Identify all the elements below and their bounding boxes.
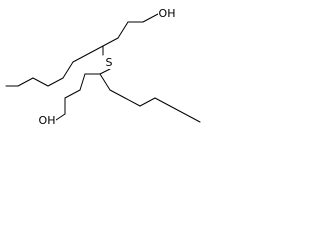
ref-top-4	[102, 37, 119, 47]
ref-lo-5	[55, 113, 66, 121]
reference-skeleton	[5, 13, 201, 123]
ref-lh-6	[169, 105, 186, 115]
ref-lh-7	[184, 113, 201, 123]
ref-lh-4	[139, 97, 156, 107]
ref-top-3	[117, 21, 129, 39]
hydroxyl-bottom-label: OH	[39, 114, 56, 127]
ref-top-1	[142, 13, 159, 23]
sulfur-label: S	[106, 56, 113, 69]
ref-lh-2	[109, 89, 126, 99]
ref-sl-1	[99, 68, 111, 75]
atom-labels: OH S OH	[38, 7, 176, 127]
ref-lh-5	[154, 97, 171, 107]
sulfur-bg	[103, 56, 115, 69]
ref-uh-4	[47, 77, 64, 87]
ref-lh-1	[99, 73, 111, 91]
oh-bottom-bg	[38, 114, 56, 127]
ref-lo-3	[64, 89, 81, 99]
ref-uh-6	[17, 77, 34, 87]
ref-uh-2	[72, 53, 89, 63]
hydroxyl-top-label: OH	[159, 7, 176, 20]
ref-lo-2	[79, 73, 86, 91]
ref-uh-1	[87, 45, 104, 55]
ref-uh-5	[32, 77, 49, 87]
ref-lh-3	[124, 97, 141, 107]
chemical-structure: OH S OH	[0, 0, 207, 144]
oh-top-bg	[158, 7, 176, 20]
ref-uh-3	[62, 61, 74, 79]
